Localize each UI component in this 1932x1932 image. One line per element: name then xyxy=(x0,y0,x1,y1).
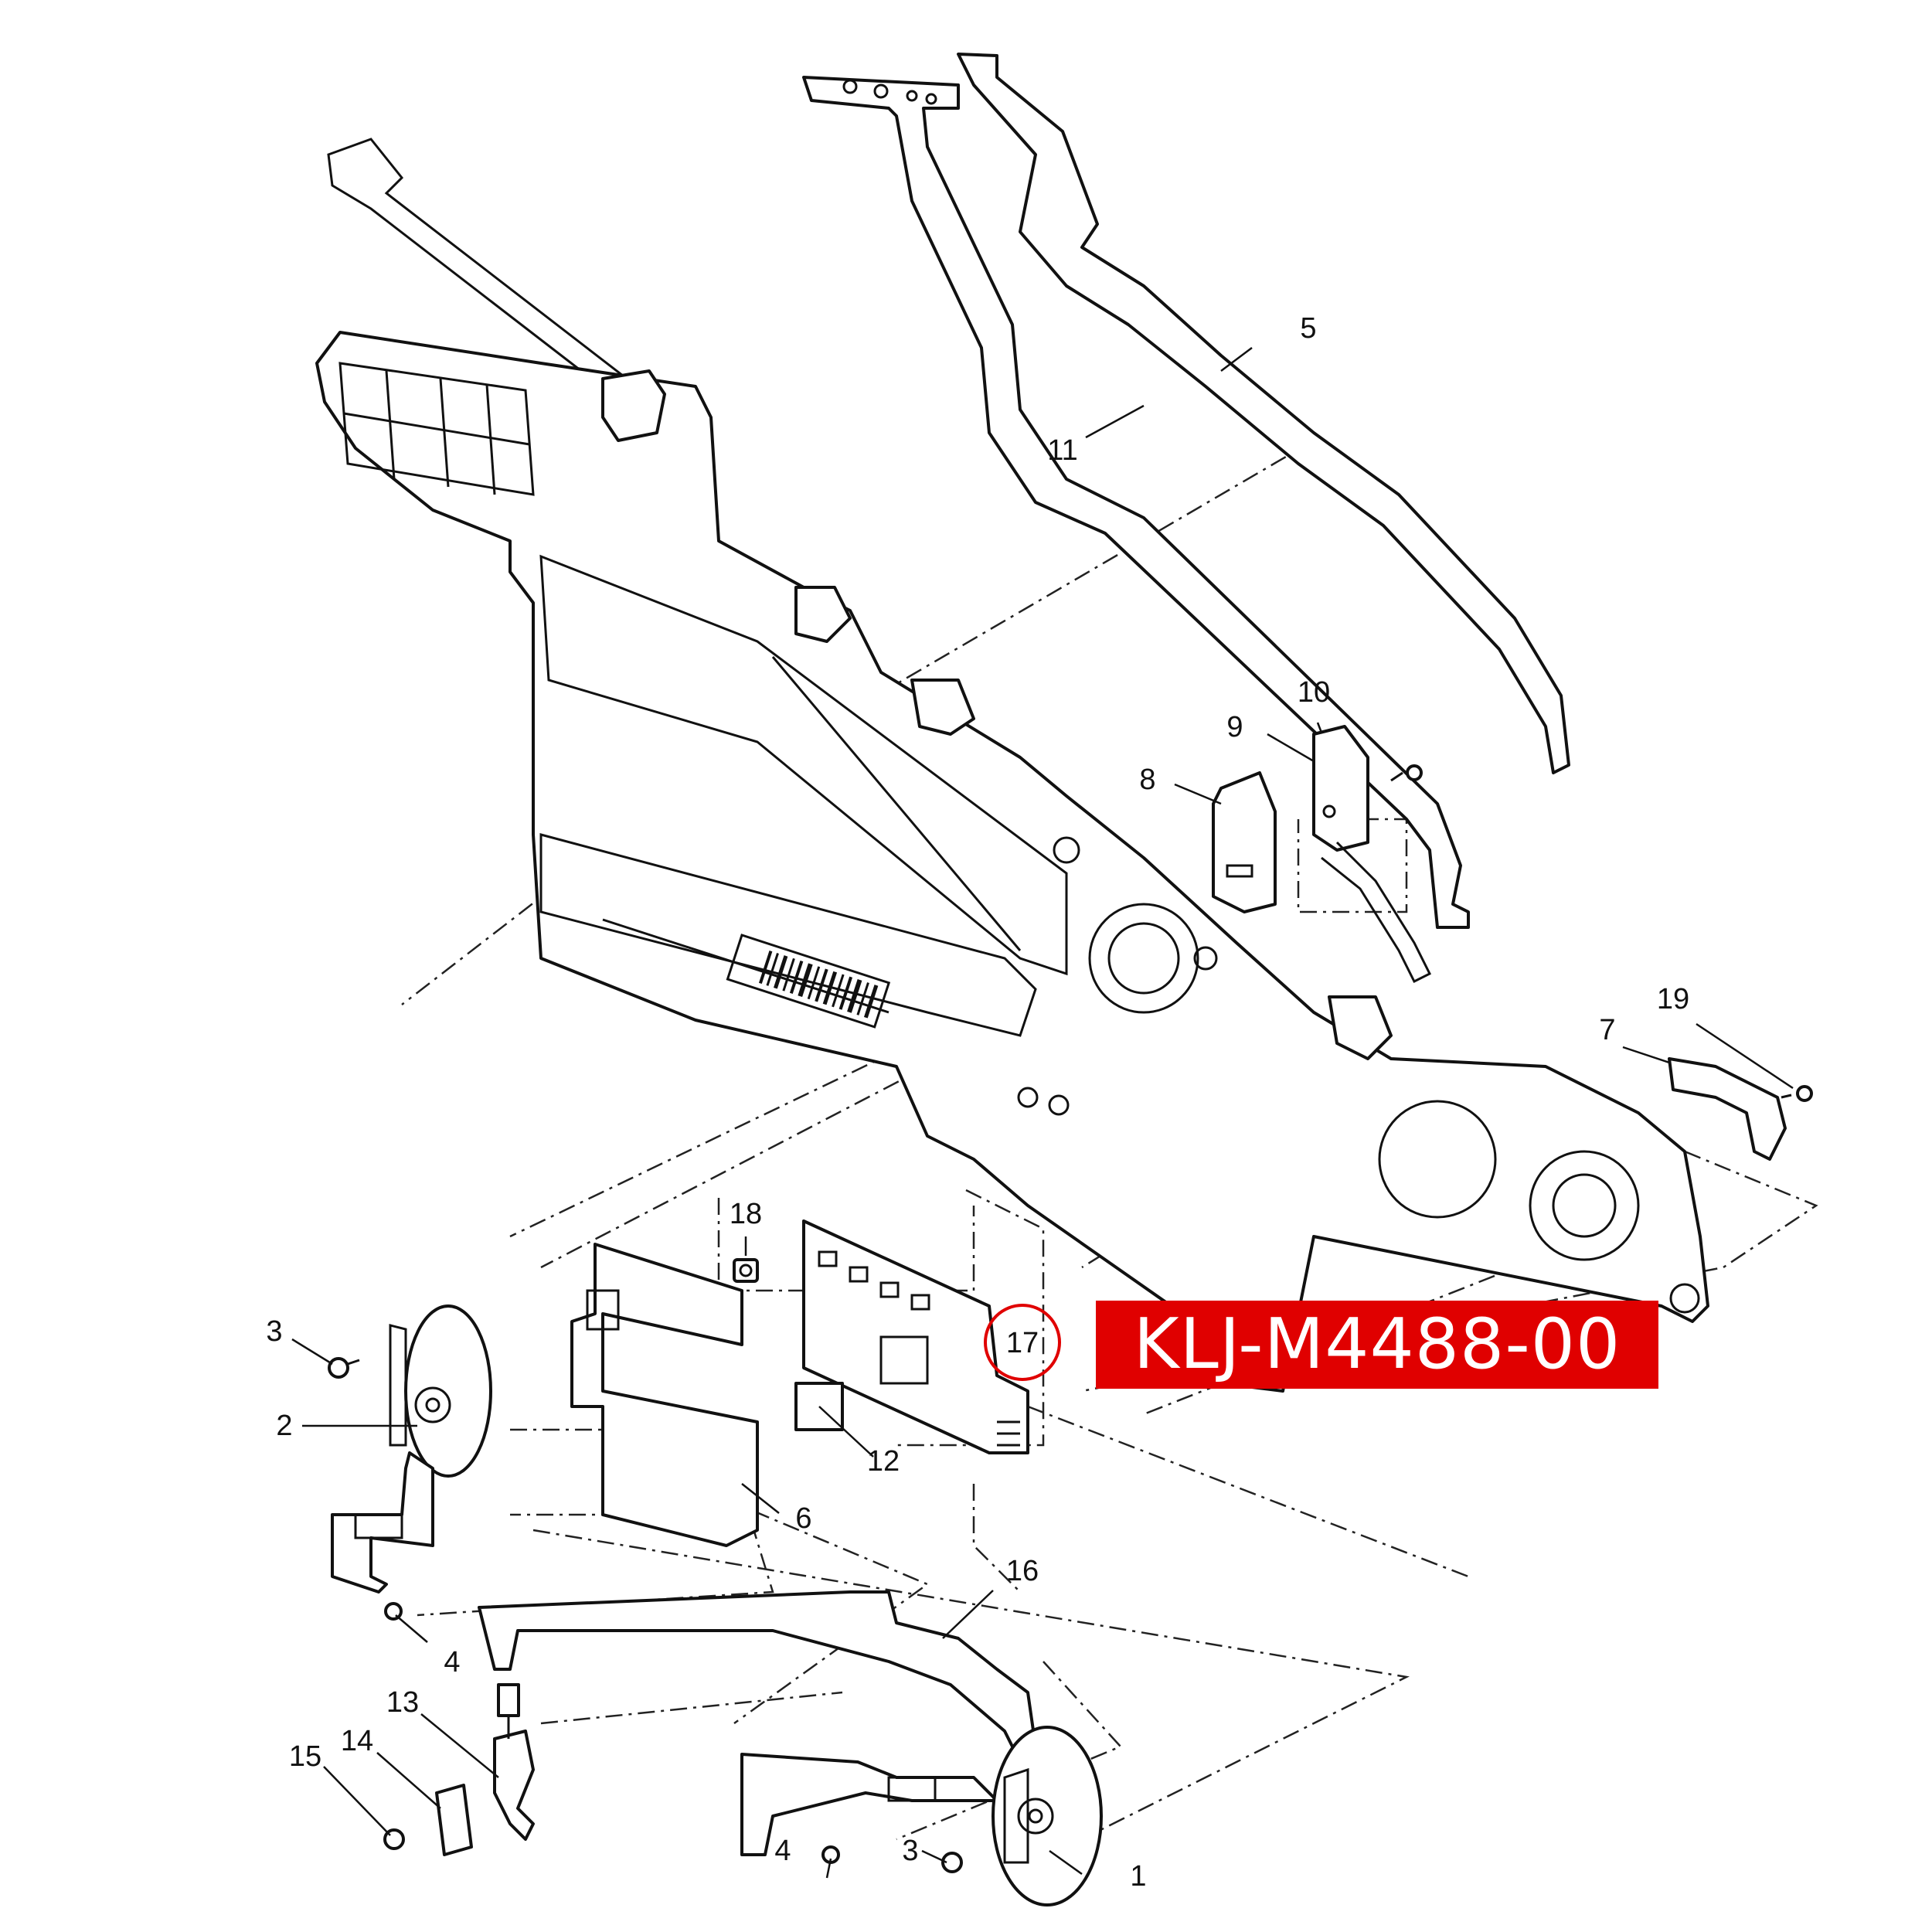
part-5-rail xyxy=(957,53,1570,774)
callout-11: 11 xyxy=(1047,434,1077,467)
highlighted-callout-17: 17 xyxy=(984,1304,1061,1381)
part-10-screw xyxy=(1390,764,1423,782)
callout-17: 17 xyxy=(1006,1327,1039,1359)
part-9-module xyxy=(1312,725,1369,852)
callout-3-upper: 3 xyxy=(266,1315,282,1348)
part-2-motor xyxy=(331,1304,492,1594)
callout-9: 9 xyxy=(1226,711,1243,743)
part-1-motor xyxy=(740,1726,1103,1906)
callout-1: 1 xyxy=(1130,1860,1146,1893)
callout-numbers: 1 2 3 3 4 4 5 6 7 8 9 10 11 12 13 14 15 … xyxy=(266,312,1689,1893)
callout-12: 12 xyxy=(867,1445,900,1478)
part-7-lever xyxy=(1668,1057,1787,1161)
part-4-screw-upper xyxy=(384,1602,403,1621)
part-number-banner: KLJ-M4488-00 xyxy=(1096,1301,1658,1389)
callout-10: 10 xyxy=(1298,676,1330,709)
callout-7: 7 xyxy=(1599,1014,1615,1046)
callout-14: 14 xyxy=(341,1725,373,1757)
callout-5: 5 xyxy=(1300,312,1316,345)
part-8-module xyxy=(1212,771,1277,913)
callout-19: 19 xyxy=(1657,983,1689,1015)
callout-3-lower: 3 xyxy=(902,1835,918,1867)
callout-13: 13 xyxy=(386,1686,419,1719)
part-3-screw-lower xyxy=(941,1852,963,1873)
callout-4-upper: 4 xyxy=(444,1646,460,1679)
part-3-screw-upper xyxy=(328,1357,360,1379)
part-19-screw xyxy=(1781,1085,1813,1102)
part-9-cable xyxy=(1321,841,1432,984)
part-18-nut xyxy=(733,1258,759,1283)
callout-16: 16 xyxy=(1006,1555,1039,1587)
callout-6: 6 xyxy=(795,1502,811,1535)
callout-8: 8 xyxy=(1139,764,1155,796)
callout-18: 18 xyxy=(730,1198,762,1230)
callout-15: 15 xyxy=(289,1740,321,1773)
part-6-cover-plate xyxy=(570,1243,759,1547)
callout-2: 2 xyxy=(276,1410,292,1442)
main-frame xyxy=(315,331,1709,1393)
leader-lines xyxy=(291,347,1794,1879)
part-13-sensor xyxy=(493,1683,535,1841)
part-11-long-link xyxy=(802,76,1470,929)
part-16-arm xyxy=(478,1590,1037,1764)
callout-4-lower: 4 xyxy=(774,1835,791,1867)
part-14-bracket xyxy=(435,1784,473,1856)
